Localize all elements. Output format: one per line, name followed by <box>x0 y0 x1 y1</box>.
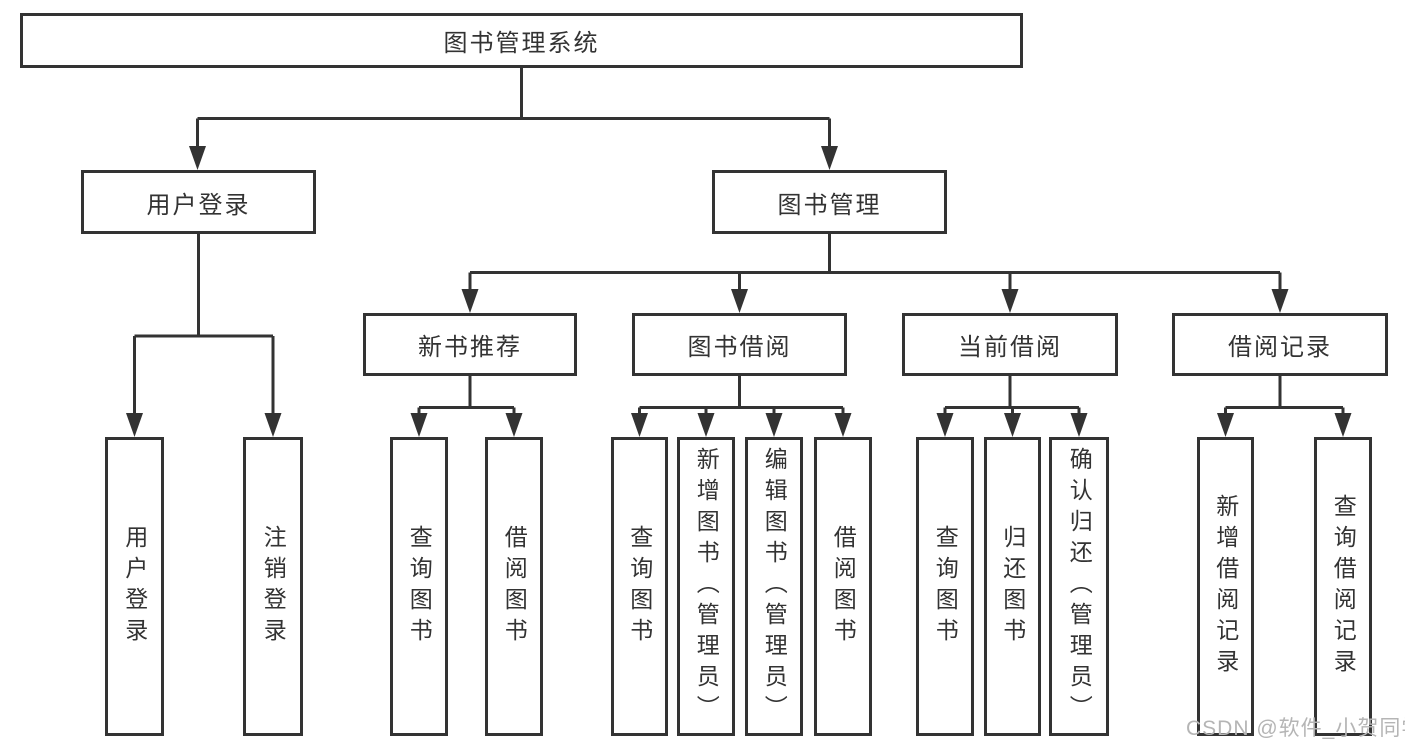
arrowhead <box>410 413 428 437</box>
node-label: 图书管理 <box>777 191 882 219</box>
node-label: 归还图书 <box>999 524 1026 649</box>
node-label: 借阅记录 <box>1228 334 1332 361</box>
node-label: 借阅图书 <box>830 524 857 649</box>
arrowhead <box>1001 289 1019 313</box>
leaf-query-books-current: 查询图书 <box>916 437 974 736</box>
node-label: 新书推荐 <box>418 334 522 361</box>
leaf-add-borrow-record: 新增借阅记录 <box>1197 437 1254 736</box>
leaf-logout: 注销登录 <box>243 437 303 736</box>
node-user-login: 用户登录 <box>81 170 316 234</box>
arrowhead <box>264 413 282 437</box>
arrowhead <box>1271 289 1289 313</box>
leaf-borrow-books-recommend: 借阅图书 <box>485 437 543 736</box>
node-label: 图书管理系统 <box>443 30 600 57</box>
leaf-query-borrow-record: 查询借阅记录 <box>1314 437 1372 736</box>
node-label: 编辑图书（管理员） <box>761 447 788 726</box>
leaf-borrow-books: 借阅图书 <box>814 437 872 736</box>
node-book-borrow: 图书借阅 <box>632 313 847 376</box>
connector-user-login-children <box>126 234 282 437</box>
arrowhead <box>697 413 715 437</box>
connector-book-management-to-level3 <box>461 234 1289 313</box>
arrowhead <box>1334 413 1352 437</box>
node-borrow-records: 借阅记录 <box>1172 313 1388 376</box>
node-label: 查询图书 <box>626 524 653 649</box>
node-label: 用户登录 <box>146 191 251 219</box>
arrowhead <box>505 413 523 437</box>
node-label: 当前借阅 <box>958 334 1062 361</box>
node-label: 新增借阅记录 <box>1212 493 1239 680</box>
arrowhead <box>731 289 748 313</box>
leaf-query-books-recommend: 查询图书 <box>390 437 448 736</box>
node-new-book-recommend: 新书推荐 <box>363 313 577 376</box>
node-label: 注销登录 <box>260 524 287 649</box>
node-label: 借阅图书 <box>501 524 528 649</box>
arrowhead <box>936 413 954 437</box>
leaf-user-login: 用户登录 <box>105 437 164 736</box>
connector-book-borrow-children <box>631 376 852 437</box>
arrowhead <box>821 146 838 170</box>
node-root-library-system: 图书管理系统 <box>20 13 1023 68</box>
node-book-management: 图书管理 <box>712 170 947 234</box>
node-label: 查询图书 <box>406 524 433 649</box>
connector-root-to-level2 <box>189 68 838 170</box>
arrowhead <box>1217 413 1234 437</box>
node-label: 查询图书 <box>932 524 959 649</box>
leaf-query-books-borrow: 查询图书 <box>611 437 668 736</box>
node-label: 用户登录 <box>121 524 148 649</box>
node-label: 新增图书（管理员） <box>693 447 720 726</box>
arrowhead <box>461 289 479 313</box>
watermark-text: CSDN @软件_小贺同学 <box>1186 717 1405 740</box>
connector-new-book-recommend-children <box>410 376 523 437</box>
arrowhead <box>1004 413 1021 437</box>
arrowhead <box>765 413 783 437</box>
arrowhead <box>126 413 143 437</box>
node-label: 确认归还（管理员） <box>1066 447 1093 726</box>
connector-current-borrow-children <box>936 376 1088 437</box>
leaf-add-book-admin: 新增图书（管理员） <box>677 437 735 736</box>
leaf-confirm-return-admin: 确认归还（管理员） <box>1049 437 1109 736</box>
arrowhead <box>834 413 852 437</box>
leaf-edit-book-admin: 编辑图书（管理员） <box>745 437 803 736</box>
connector-borrow-records-children <box>1217 376 1352 437</box>
node-current-borrow: 当前借阅 <box>902 313 1118 376</box>
leaf-return-book: 归还图书 <box>984 437 1041 736</box>
arrowhead <box>631 413 648 437</box>
node-label: 图书借阅 <box>687 334 792 361</box>
node-label: 查询借阅记录 <box>1330 493 1357 680</box>
arrowhead <box>189 146 206 170</box>
arrowhead <box>1070 413 1088 437</box>
